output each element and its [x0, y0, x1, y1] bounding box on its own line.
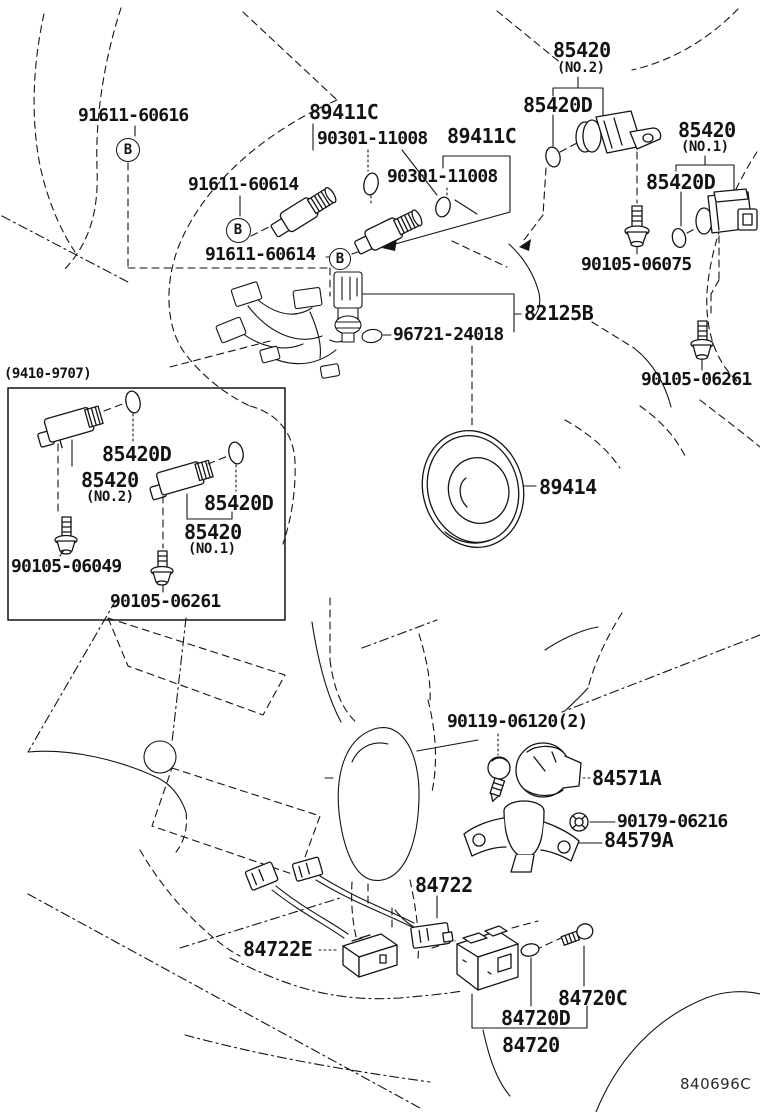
part-label-90105-06261-main: 90105-06261	[641, 369, 752, 390]
part-label-89414: 89414	[539, 475, 597, 499]
console-outline-art	[27, 597, 760, 1112]
part-label-90105-06049: 90105-06049	[11, 556, 122, 577]
part-label-90301-11008-2: 90301-11008	[387, 166, 498, 187]
inset-bolt-06261-drawing	[150, 550, 174, 586]
solenoid-no1-drawing	[695, 188, 758, 235]
leader-lines-bottom	[318, 733, 616, 1029]
bolt-90105-06261-main-drawing	[690, 320, 714, 360]
bolt-84720c-drawing	[560, 923, 594, 946]
part-label-90105-06075: 90105-06075	[581, 254, 692, 275]
part-label-89411c-1: 89411C	[309, 100, 379, 124]
part-label-85420d-top2: 85420D	[646, 170, 716, 194]
part-label-84579a: 84579A	[604, 828, 674, 852]
callout-marker-b3: B	[329, 248, 351, 270]
part-label-82125b: 82125B	[524, 301, 594, 325]
o-ring-85420d-top2	[671, 227, 687, 249]
part-label-91611-60614-1: 91611-60614	[188, 174, 299, 195]
part-label-85420-no1-top: 85420	[678, 118, 736, 142]
inset-box	[7, 387, 286, 621]
part-label-drawing-code: 840696C	[680, 1075, 752, 1093]
bolt-90105-06075-drawing	[624, 205, 650, 248]
sensor-drawing-1	[270, 187, 337, 238]
connector-plug-1	[244, 861, 279, 891]
nut-90179-drawing	[569, 812, 589, 832]
inset-leader-lines	[57, 402, 237, 593]
body-outline-art	[1, 7, 760, 545]
part-label-inset-range: (9410-9707)	[4, 366, 92, 382]
part-label-84722e: 84722E	[243, 937, 313, 961]
part-label-85420-no2-top: 85420	[553, 38, 611, 62]
callout-marker-b1: B	[116, 138, 140, 162]
part-label-84722: 84722	[415, 873, 473, 897]
part-label-91611-60614-2: 91611-60614	[205, 244, 316, 265]
grommet-84720d-drawing	[520, 943, 540, 957]
connector-plug-2	[291, 856, 324, 882]
part-label-89411c-2: 89411C	[447, 124, 517, 148]
speaker-89414-drawing	[421, 429, 525, 549]
part-label-84571a: 84571A	[592, 766, 662, 790]
pigtail-wires-drawing	[271, 875, 419, 939]
bolt-90119-drawing	[487, 756, 511, 802]
part-label-85420d-inset2: 85420D	[204, 491, 274, 515]
leader-lines-top	[127, 76, 735, 487]
inset-solenoid-no1-drawing	[149, 441, 244, 501]
key-cylinder-84571a-drawing	[515, 742, 582, 798]
o-ring-96721-drawing	[361, 328, 383, 344]
callout-marker-b2: B	[225, 217, 251, 243]
solenoid-no2-drawing	[575, 110, 662, 154]
part-label-91611-60616: 91611-60616	[78, 105, 189, 126]
part-label-84720c: 84720C	[558, 986, 628, 1010]
o-ring-85420d-top1	[545, 146, 561, 168]
part-label-90105-06261-inset: 90105-06261	[110, 591, 221, 612]
part-label-no2-inset: (NO.2)	[86, 489, 134, 505]
part-label-no2-top: (NO.2)	[557, 60, 605, 76]
part-label-90179-06216: 90179-06216	[617, 811, 728, 832]
part-label-85420d-inset1: 85420D	[102, 442, 172, 466]
part-label-96721-24018: 96721-24018	[393, 324, 504, 345]
control-unit-84720-drawing	[456, 925, 519, 991]
part-label-90301-11008-1: 90301-11008	[317, 128, 428, 149]
part-label-85420d-top1: 85420D	[523, 93, 593, 117]
part-label-84720: 84720	[502, 1033, 560, 1057]
connector-84722-drawing	[410, 922, 454, 949]
inset-solenoid-no2-drawing	[37, 390, 141, 449]
part-label-85420-inset-no2: 85420	[81, 468, 139, 492]
relay-84722e-drawing	[342, 933, 398, 978]
part-label-85420-inset-no1: 85420	[184, 520, 242, 544]
inset-bolt-06049-drawing	[54, 516, 78, 555]
sensor-drawing-2	[354, 209, 423, 255]
part-label-90119-06120: 90119-06120(2)	[447, 711, 588, 732]
o-ring-90301-drawings	[363, 172, 451, 218]
part-label-84720d: 84720D	[501, 1006, 571, 1030]
part-label-no1-inset: (NO.1)	[188, 541, 236, 557]
bracket-84579a-drawing	[463, 800, 580, 873]
wire-harness-drawing	[215, 271, 383, 379]
part-label-no1-top: (NO.1)	[681, 139, 729, 155]
